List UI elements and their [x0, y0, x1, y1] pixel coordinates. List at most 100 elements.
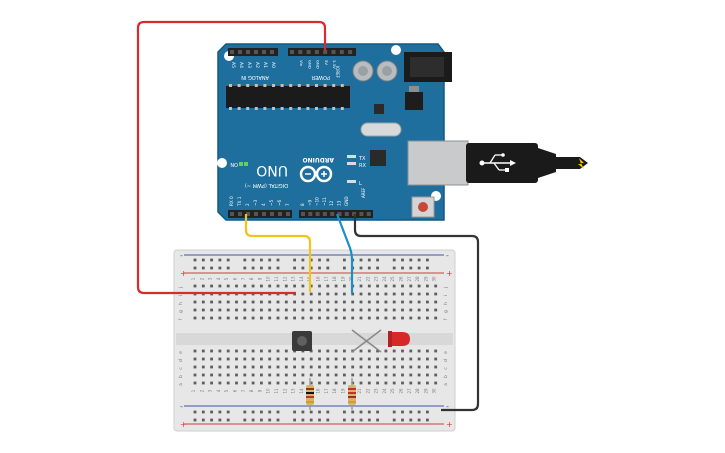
breadboard-hole[interactable] — [268, 381, 272, 385]
rail-hole[interactable] — [260, 418, 263, 422]
breadboard-hole[interactable] — [268, 308, 272, 312]
breadboard-hole[interactable] — [284, 316, 288, 320]
breadboard-hole[interactable] — [284, 381, 288, 385]
breadboard-hole[interactable] — [276, 284, 280, 288]
breadboard-hole[interactable] — [309, 373, 313, 377]
breadboard-hole[interactable] — [434, 365, 438, 369]
breadboard-hole[interactable] — [251, 284, 255, 288]
breadboard-hole[interactable] — [260, 349, 263, 353]
breadboard-hole[interactable] — [417, 284, 421, 288]
breadboard-hole[interactable] — [301, 300, 305, 304]
breadboard-hole[interactable] — [226, 381, 230, 385]
breadboard-hole[interactable] — [276, 373, 280, 377]
rail-hole[interactable] — [351, 410, 355, 414]
rail-hole[interactable] — [401, 266, 404, 270]
breadboard-hole[interactable] — [268, 316, 272, 320]
header-pin[interactable] — [290, 50, 294, 54]
breadboard-hole[interactable] — [193, 357, 197, 361]
rail-hole[interactable] — [293, 266, 296, 270]
rail-hole[interactable] — [268, 418, 272, 422]
breadboard-hole[interactable] — [293, 308, 296, 312]
breadboard-hole[interactable] — [376, 308, 379, 312]
breadboard-hole[interactable] — [243, 381, 247, 385]
breadboard-hole[interactable] — [359, 365, 363, 369]
rail-hole[interactable] — [359, 258, 363, 262]
breadboard-hole[interactable] — [384, 316, 388, 320]
breadboard-hole[interactable] — [193, 308, 197, 312]
power-header[interactable] — [288, 48, 356, 56]
breadboard-hole[interactable] — [284, 284, 288, 288]
breadboard-hole[interactable] — [276, 316, 280, 320]
breadboard-hole[interactable] — [326, 316, 330, 320]
breadboard-hole[interactable] — [359, 381, 363, 385]
breadboard-hole[interactable] — [384, 284, 388, 288]
rail-hole[interactable] — [201, 266, 205, 270]
breadboard-hole[interactable] — [309, 365, 313, 369]
rail-hole[interactable] — [260, 410, 263, 414]
header-pin[interactable] — [246, 212, 250, 216]
breadboard-hole[interactable] — [210, 284, 213, 288]
breadboard-hole[interactable] — [359, 300, 363, 304]
header-pin[interactable] — [314, 50, 319, 54]
breadboard-hole[interactable] — [301, 357, 305, 361]
breadboard-hole[interactable] — [384, 357, 388, 361]
breadboard-hole[interactable] — [392, 284, 396, 288]
breadboard-hole[interactable] — [426, 284, 429, 288]
red-wire-5v[interactable] — [136, 20, 327, 295]
breadboard-hole[interactable] — [434, 381, 438, 385]
breadboard-hole[interactable] — [351, 357, 355, 361]
rail-hole[interactable] — [367, 410, 371, 414]
rail-hole[interactable] — [210, 266, 213, 270]
breadboard-hole[interactable] — [268, 300, 272, 304]
breadboard-hole[interactable] — [384, 373, 388, 377]
breadboard-hole[interactable] — [417, 300, 421, 304]
rail-hole[interactable] — [260, 266, 263, 270]
rail-hole[interactable] — [276, 266, 280, 270]
breadboard-hole[interactable] — [376, 349, 379, 353]
rail-hole[interactable] — [376, 410, 379, 414]
breadboard-hole[interactable] — [343, 292, 346, 296]
rail-hole[interactable] — [193, 418, 197, 422]
breadboard-hole[interactable] — [218, 284, 222, 288]
rail-hole[interactable] — [201, 410, 205, 414]
breadboard-hole[interactable] — [384, 292, 388, 296]
rail-hole[interactable] — [318, 258, 321, 262]
breadboard-hole[interactable] — [201, 381, 205, 385]
breadboard-hole[interactable] — [409, 308, 413, 312]
rail-hole[interactable] — [409, 266, 413, 270]
breadboard-hole[interactable] — [343, 284, 346, 288]
breadboard-hole[interactable] — [251, 365, 255, 369]
breadboard-hole[interactable] — [401, 292, 404, 296]
breadboard-hole[interactable] — [210, 365, 213, 369]
header-pin[interactable] — [348, 50, 353, 54]
breadboard-hole[interactable] — [351, 292, 355, 296]
breadboard-hole[interactable] — [401, 365, 404, 369]
breadboard-hole[interactable] — [417, 316, 421, 320]
rail-hole[interactable] — [417, 418, 421, 422]
rail-hole[interactable] — [243, 266, 247, 270]
rail-hole[interactable] — [359, 266, 363, 270]
breadboard-hole[interactable] — [301, 381, 305, 385]
breadboard-hole[interactable] — [334, 300, 338, 304]
breadboard-hole[interactable] — [334, 373, 338, 377]
breadboard-hole[interactable] — [401, 381, 404, 385]
breadboard-hole[interactable] — [226, 316, 230, 320]
header-pin[interactable] — [323, 50, 328, 54]
breadboard-hole[interactable] — [343, 373, 346, 377]
header-pin[interactable] — [301, 212, 305, 216]
breadboard-hole[interactable] — [243, 365, 247, 369]
breadboard-hole[interactable] — [301, 316, 305, 320]
breadboard-hole[interactable] — [417, 365, 421, 369]
breadboard-hole[interactable] — [409, 349, 413, 353]
breadboard-hole[interactable] — [426, 381, 429, 385]
rail-hole[interactable] — [201, 418, 205, 422]
breadboard-hole[interactable] — [334, 308, 338, 312]
rail-hole[interactable] — [193, 410, 197, 414]
rail-hole[interactable] — [201, 258, 205, 262]
breadboard-hole[interactable] — [301, 284, 305, 288]
rail-hole[interactable] — [226, 418, 230, 422]
rail-hole[interactable] — [268, 410, 272, 414]
rail-hole[interactable] — [392, 410, 396, 414]
breadboard-hole[interactable] — [243, 373, 247, 377]
breadboard-hole[interactable] — [301, 308, 305, 312]
